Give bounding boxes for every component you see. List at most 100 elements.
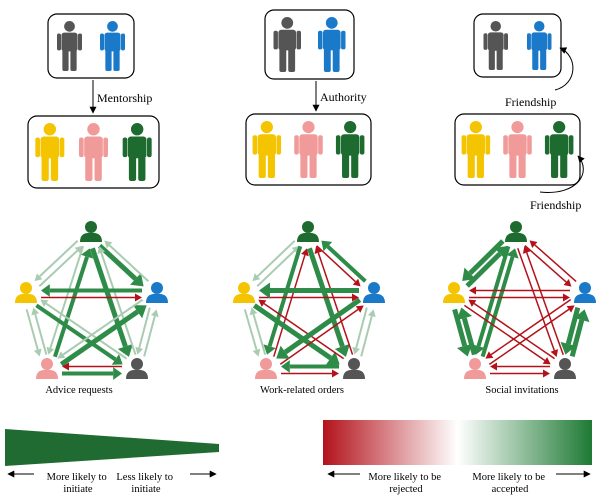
person-icon [483, 21, 508, 70]
person-icon [79, 122, 108, 181]
tie-arrow [281, 360, 339, 373]
relation-label: Mentorship [97, 91, 152, 105]
tie-arrow [469, 293, 570, 302]
dark-green-person-node-icon [297, 221, 319, 242]
people-pair [483, 21, 552, 70]
blue-person-node-icon [574, 282, 596, 303]
tie-arrow [31, 307, 48, 355]
person-icon [335, 121, 365, 178]
tie-arrow [529, 240, 577, 283]
gray-person-node-icon [343, 358, 365, 379]
tie-arrow [480, 248, 519, 358]
people-pair [273, 17, 346, 72]
tie-arrow [490, 369, 550, 378]
acceptance-gradient-bar [323, 420, 592, 465]
person-icon [252, 121, 282, 178]
tie-arrow [41, 293, 142, 302]
tie-arrow [97, 246, 137, 355]
tie-arrow [314, 246, 354, 355]
network-caption: Work-related orders [260, 385, 344, 396]
tie-arrow [276, 297, 362, 359]
tie-arrow [522, 245, 564, 355]
relation-label: Friendship [505, 95, 556, 109]
tie-arrow [249, 307, 267, 355]
tie-arrow [259, 293, 359, 302]
person-icon [318, 17, 346, 72]
tie-arrow [259, 282, 359, 299]
legend-label-right: More likely to be accepted [472, 472, 547, 495]
tie-arrow [97, 243, 144, 287]
network-nodes [15, 221, 168, 379]
tie-arrow [25, 309, 42, 357]
person-icon [100, 21, 125, 71]
network-edges [452, 239, 590, 378]
pink-person-node-icon [255, 358, 277, 379]
tie-arrow [279, 305, 364, 365]
tie-arrow [57, 298, 144, 359]
tie-arrow [62, 362, 122, 371]
person-icon [294, 121, 323, 178]
tie-arrow [307, 247, 350, 357]
blue-person-node-icon [146, 282, 168, 303]
tie-arrow [252, 240, 296, 282]
network-caption: Advice requests [45, 385, 112, 396]
people-trio [252, 121, 365, 178]
tie-arrow [243, 309, 261, 357]
network-caption: Social invitations [485, 385, 558, 396]
tie-arrow [517, 248, 559, 358]
person-icon [527, 21, 552, 70]
tie-arrow [53, 248, 94, 358]
tie-arrow [469, 286, 570, 295]
tie-arrow [488, 305, 575, 365]
network-nodes [233, 221, 385, 379]
tie-arrow [452, 308, 473, 357]
tie-arrow [485, 299, 572, 359]
tie-arrow [41, 284, 142, 297]
people-trio [461, 121, 574, 178]
yellow-person-node-icon [15, 282, 37, 303]
legend-label-left: More likely to be rejected [368, 472, 443, 495]
tie-arrow [468, 299, 556, 360]
superior-group-box [264, 9, 355, 80]
tie-arrow [59, 305, 147, 367]
tie-arrow [462, 239, 505, 281]
person-icon [273, 17, 301, 72]
tie-arrow [34, 239, 79, 282]
yellow-person-node-icon [233, 282, 255, 303]
people-pair [57, 21, 125, 71]
tie-arrow [273, 248, 309, 357]
tie-arrow [569, 309, 590, 358]
tie-arrow [135, 307, 151, 355]
gray-person-node-icon [554, 358, 576, 379]
dark-green-person-node-icon [505, 221, 527, 242]
friendship-loop-arrow-top [554, 47, 574, 91]
panel-3-hierarchy: Friendship Friendship [454, 13, 585, 212]
social-network: Social invitations [443, 221, 596, 396]
relation-label-2: Friendship [530, 198, 581, 212]
dark-green-person-node-icon [80, 221, 102, 242]
tie-arrow [560, 306, 581, 355]
pink-person-node-icon [464, 358, 486, 379]
person-icon [503, 121, 532, 178]
tie-arrow [143, 309, 159, 357]
network-edges [243, 240, 376, 378]
network-edges [25, 239, 159, 380]
tie-arrow [352, 307, 368, 355]
people-trio [35, 122, 152, 181]
initiation-legend: More likely to initiate Less likely to i… [5, 429, 219, 495]
tie-arrow [258, 299, 345, 360]
tie-arrow [62, 367, 122, 380]
orders-network: Work-related orders [233, 221, 385, 396]
tie-arrow [463, 304, 551, 365]
person-icon [122, 122, 152, 181]
tie-arrow [490, 362, 550, 371]
legend-label-left: More likely to initiate [47, 472, 110, 495]
tie-arrow [281, 369, 339, 378]
relation-label: Authority [320, 90, 367, 104]
gray-person-node-icon [126, 358, 148, 379]
tie-arrow [524, 244, 572, 287]
tie-arrow [316, 245, 361, 287]
network-nodes [443, 221, 596, 379]
initiation-wedge [5, 429, 219, 466]
tie-arrow [104, 240, 150, 282]
